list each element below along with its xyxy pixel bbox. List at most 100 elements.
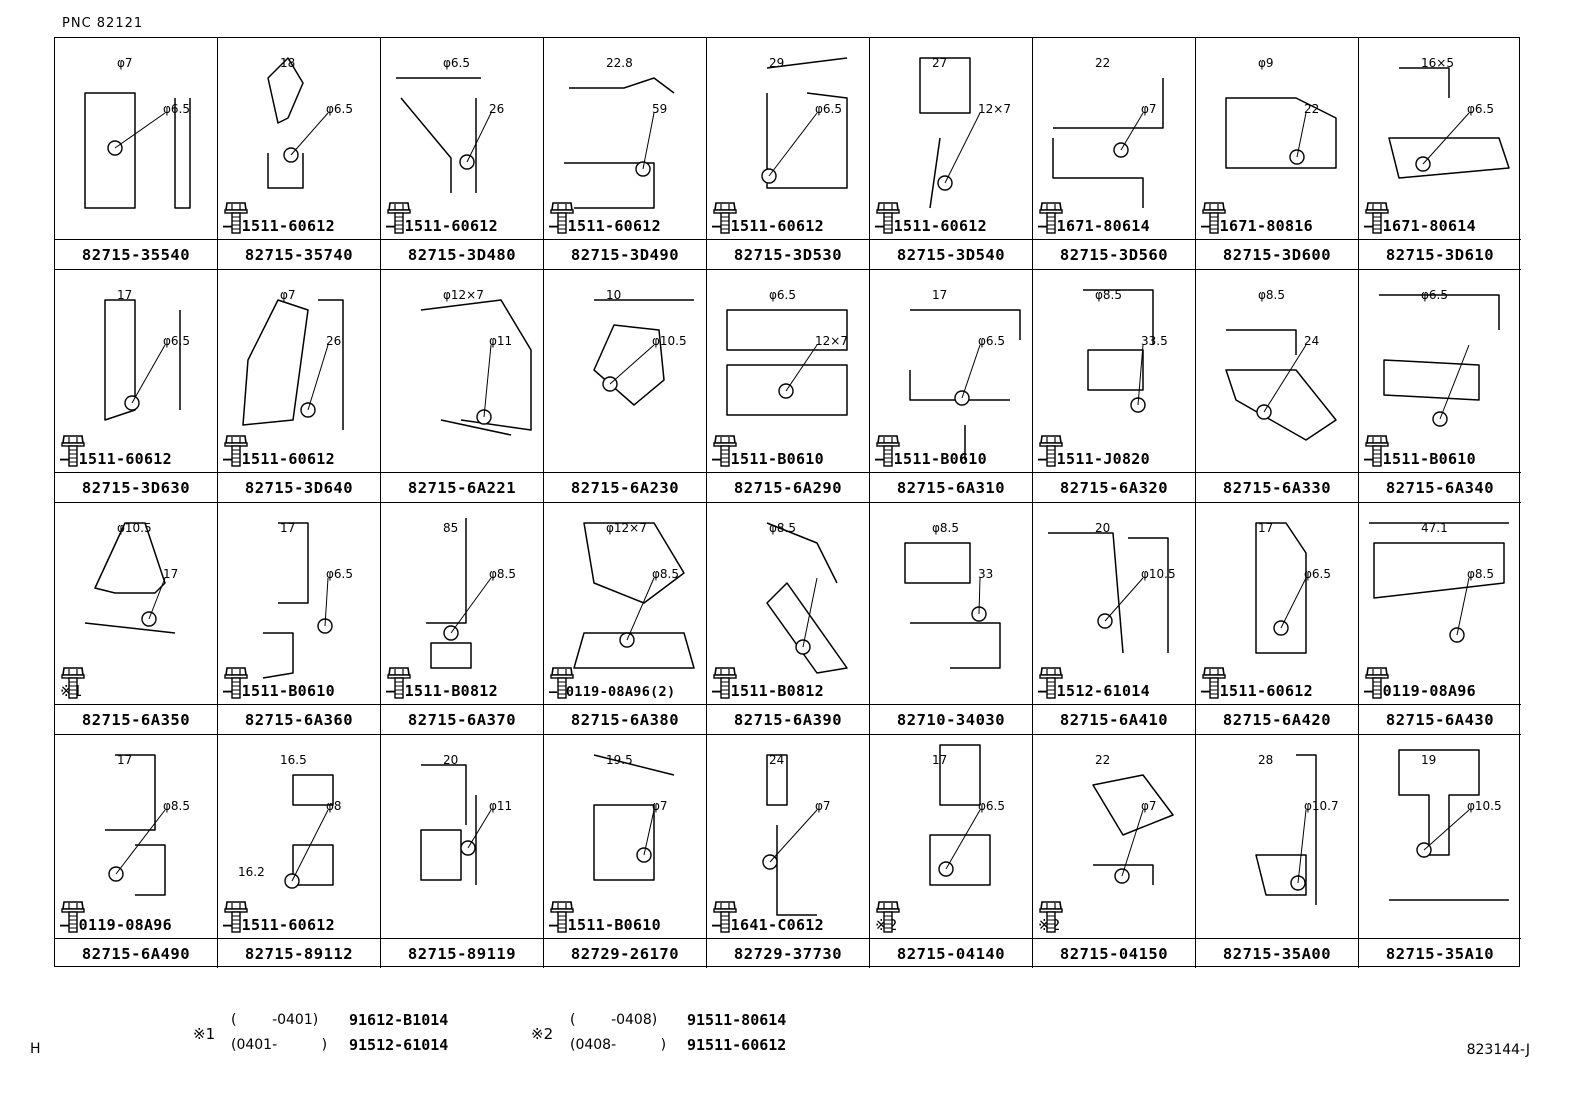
bolt-part-number[interactable]: —91511-60612 — [223, 916, 335, 934]
part-number-label[interactable]: 82715-3D490 — [544, 239, 706, 269]
part-number-label[interactable]: 82715-3D640 — [218, 472, 380, 502]
part-number-label[interactable]: 82715-6A410 — [1033, 704, 1195, 734]
bolt-part-number[interactable]: —90119-08A96 — [60, 916, 172, 934]
bolt-part-number[interactable]: —91511-60612 — [1201, 682, 1313, 700]
part-number-label[interactable]: 82715-6A310 — [870, 472, 1032, 502]
part-number-label[interactable]: 82729-26170 — [544, 938, 706, 968]
part-number-label[interactable]: 82715-04140 — [870, 938, 1032, 968]
part-number-label[interactable]: 82715-6A390 — [707, 704, 869, 734]
bolt-part-number[interactable]: —91511-60612 — [60, 450, 172, 468]
part-number-label[interactable]: 82715-35740 — [218, 239, 380, 269]
bolt-part-number[interactable]: —91511-B0610 — [712, 450, 824, 468]
part-number-label[interactable]: 82715-6A380 — [544, 704, 706, 734]
flange-bolt-icon — [876, 202, 900, 234]
part-number-label[interactable]: 82715-3D630 — [55, 472, 217, 502]
bolt-part-number[interactable]: —90119-08A96 — [1364, 682, 1476, 700]
bolt-part-number[interactable]: —91511-B0610 — [223, 682, 335, 700]
part-number-label[interactable]: 82715-6A370 — [381, 704, 543, 734]
part-number-label[interactable]: 82715-3D480 — [381, 239, 543, 269]
part-number-label[interactable]: 82715-6A221 — [381, 472, 543, 502]
part-number-label[interactable]: 82715-6A360 — [218, 704, 380, 734]
dimension-label: 24 — [769, 753, 785, 767]
bolt-part-number[interactable]: —91511-60612 — [712, 217, 824, 235]
part-number-label[interactable]: 82729-37730 — [707, 938, 869, 968]
bolt-part-number[interactable]: —91512-61014 — [1038, 682, 1150, 700]
part-number-label[interactable]: 82715-6A230 — [544, 472, 706, 502]
part-number-label[interactable]: 82715-89112 — [218, 938, 380, 968]
bolt-part-number[interactable]: —91511-60612 — [875, 217, 987, 235]
bolt-part-number[interactable]: —91511-J0820 — [1038, 450, 1150, 468]
bracket-outline — [420, 764, 477, 885]
bolt-part-number[interactable]: —91511-B0812 — [386, 682, 498, 700]
bolt-part-number[interactable]: —91511-60612 — [223, 450, 335, 468]
bolt-part-number[interactable]: —91641-C0612 — [712, 916, 824, 934]
part-number-label[interactable]: 82715-6A330 — [1196, 472, 1358, 502]
part-number-label[interactable]: 82715-35A10 — [1359, 938, 1521, 968]
part-number-label[interactable]: 82715-6A320 — [1033, 472, 1195, 502]
part-number-label[interactable]: 82715-3D600 — [1196, 239, 1358, 269]
bolt-part-number[interactable]: —91511-B0610 — [549, 916, 661, 934]
part-number-label[interactable]: 82710-34030 — [870, 704, 1032, 734]
bolt-part-number[interactable]: —91511-60612 — [549, 217, 661, 235]
bolt-part-number[interactable]: —91671-80614 — [1364, 217, 1476, 235]
part-number-label[interactable]: 82715-6A490 — [55, 938, 217, 968]
bolt-part-number[interactable]: —91511-B0610 — [1364, 450, 1476, 468]
part-number-label[interactable]: 82715-04150 — [1033, 938, 1195, 968]
part-number-label[interactable]: 82715-3D610 — [1359, 239, 1521, 269]
bolt-part-number[interactable]: —91511-60612 — [386, 217, 498, 235]
part-number-label[interactable]: 82715-6A420 — [1196, 704, 1358, 734]
part-number-label[interactable]: 82715-6A430 — [1359, 704, 1521, 734]
bolt-part-number[interactable]: —91671-80816 — [1201, 217, 1313, 235]
part-number-label[interactable]: 82715-89119 — [381, 938, 543, 968]
part-number-label[interactable]: 82715-35540 — [55, 239, 217, 269]
part-number-label[interactable]: 82715-3D540 — [870, 239, 1032, 269]
part-number-label[interactable]: 82715-6A350 — [55, 704, 217, 734]
part-number-label[interactable]: 82715-6A340 — [1359, 472, 1521, 502]
bolt-part-number[interactable]: —91511-60612 — [223, 217, 335, 235]
bolt-part-number[interactable]: —91511-B0610 — [875, 450, 987, 468]
bolt-part-number[interactable]: —91511-B0812 — [712, 682, 824, 700]
bolt-part-number[interactable]: —90119-08A96(2) — [549, 684, 676, 700]
part-number-label[interactable]: 82715-35A00 — [1196, 938, 1358, 968]
part-number-label[interactable]: 82715-3D560 — [1033, 239, 1195, 269]
bolt-part-number[interactable]: —91671-80614 — [1038, 217, 1150, 235]
part-number-label[interactable]: 82715-6A290 — [707, 472, 869, 502]
part-number-label[interactable]: 82715-3D530 — [707, 239, 869, 269]
